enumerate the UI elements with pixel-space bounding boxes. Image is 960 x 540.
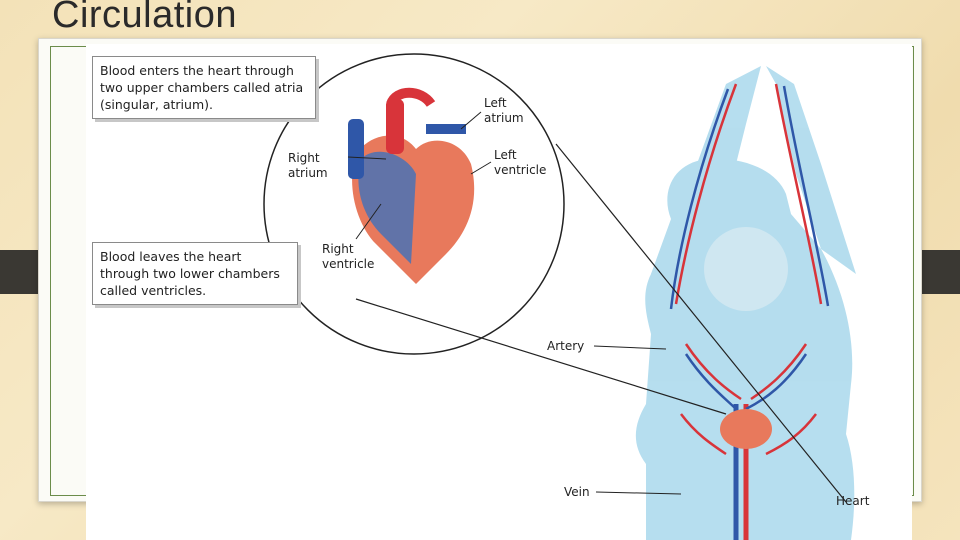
right-ventricle-leader — [355, 203, 382, 240]
label-artery: Artery — [547, 339, 585, 353]
head-shape — [704, 227, 788, 311]
label-vein: Vein — [564, 485, 590, 499]
slide-title: Circulation — [52, 0, 238, 36]
label-right-ventricle: Right ventricle — [322, 242, 375, 271]
callout-ventricles: Blood leaves the heart through two lower… — [92, 242, 298, 305]
zoom-line-lower — [355, 298, 727, 415]
vessels — [669, 83, 830, 540]
circulation-illustration — [263, 53, 856, 540]
left-atrium-leader — [460, 111, 482, 130]
callout-atria: Blood enters the heart through two upper… — [92, 56, 316, 119]
label-right-atrium: Right atrium — [288, 151, 328, 180]
body-heart — [720, 409, 772, 449]
label-left-ventricle: Left ventricle — [494, 148, 547, 177]
left-ventricle-leader — [470, 161, 492, 175]
label-left-atrium: Left atrium — [484, 96, 524, 125]
vein-leader — [595, 491, 682, 495]
zoom-line-upper — [555, 143, 847, 503]
right-atrium-leader — [347, 156, 387, 160]
label-heart: Heart — [836, 494, 870, 508]
circulation-figure: Blood enters the heart through two upper… — [86, 44, 912, 540]
artery-leader — [593, 345, 667, 350]
large-heart — [348, 87, 475, 284]
